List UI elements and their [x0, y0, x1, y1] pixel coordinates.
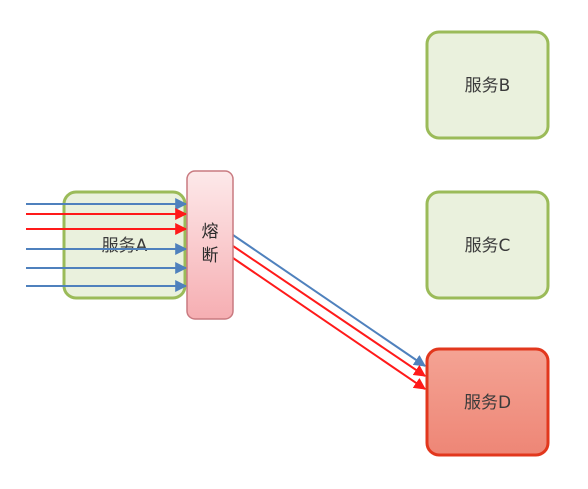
outgoing-arrow-red-1 [232, 245, 426, 377]
service-d-box [425, 347, 550, 457]
service-c-node: 服务C [425, 190, 550, 300]
outgoing-arrow-red-2 [232, 257, 426, 390]
service-c-label: 服务C [465, 236, 511, 256]
outgoing-arrow-blue [232, 234, 426, 367]
circuit-breaker-label-line2: 断 [202, 246, 219, 266]
service-c-box [425, 190, 550, 300]
circuit-breaker-label-line1: 熔 [202, 222, 219, 242]
service-b-node: 服务B [425, 30, 550, 140]
circuit-breaker-node: 熔 断 [186, 170, 234, 320]
service-b-label: 服务B [465, 76, 511, 96]
service-d-node: 服务D [425, 347, 550, 457]
circuit-breaker-box [186, 170, 234, 320]
outgoing-requests [232, 234, 426, 390]
service-d-label: 服务D [464, 393, 511, 413]
service-a-label: 服务A [102, 236, 148, 256]
service-a-node: 服务A [62, 190, 187, 300]
service-b-box [425, 30, 550, 140]
incoming-requests [26, 198, 188, 292]
